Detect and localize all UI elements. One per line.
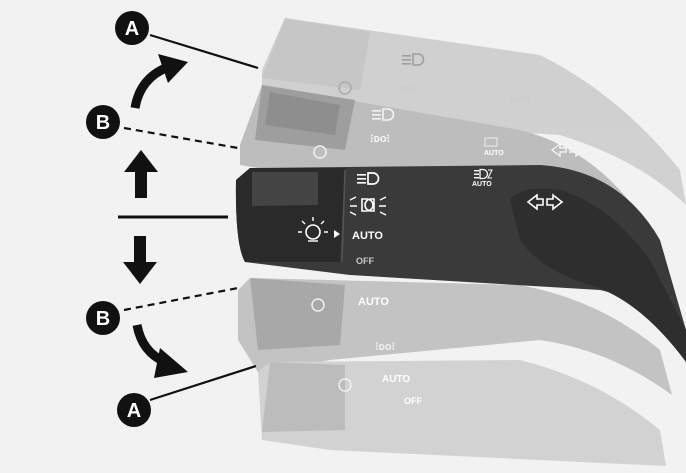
- svg-text:AUTO: AUTO: [510, 97, 530, 104]
- parking-light-icon: [349, 196, 387, 216]
- svg-text:AUTO: AUTO: [358, 296, 389, 308]
- svg-text:⁝ᴅᴏ⁝: ⁝ᴅᴏ⁝: [370, 133, 390, 145]
- light-sensor-icon: [313, 145, 327, 159]
- svg-text:AUTO: AUTO: [484, 150, 504, 157]
- parking-light-icon: ⁝ᴅᴏ⁝: [375, 341, 395, 353]
- auto-high-beam-icon: AUTO: [472, 168, 493, 188]
- svg-text:⁝ᴅᴏ⁝: ⁝ᴅᴏ⁝: [398, 83, 418, 95]
- turn-signal-arrows-icon: [526, 193, 564, 211]
- svg-text:B: B: [96, 112, 110, 134]
- parking-light-icon: ⁝ᴅᴏ⁝: [370, 133, 390, 145]
- auto-high-beam-icon: AUTO: [510, 97, 530, 104]
- ghost-lever-lower-b: AUTO ⁝ᴅᴏ⁝: [238, 278, 672, 395]
- callout-line-a-top: [149, 33, 259, 70]
- main-lever: AUTO OFF AUTO: [235, 165, 686, 362]
- svg-text:A: A: [127, 400, 141, 422]
- callout-line-a-bottom: [149, 364, 257, 402]
- svg-text:B: B: [96, 308, 110, 330]
- parking-light-icon: ⁝ᴅᴏ⁝: [398, 83, 418, 95]
- svg-text:⁝ᴅᴏ⁝: ⁝ᴅᴏ⁝: [375, 341, 395, 353]
- light-sensor-icon: [338, 81, 352, 95]
- light-sensor-icon: [311, 298, 325, 312]
- curved-arrow-down-icon: [132, 324, 188, 378]
- callout-line-b-bottom: [123, 286, 239, 312]
- svg-text:OFF: OFF: [404, 396, 422, 406]
- svg-text:AUTO: AUTO: [382, 374, 410, 385]
- off-position-label: OFF: [356, 256, 374, 266]
- high-beam-icon: [357, 172, 380, 185]
- svg-text:A: A: [125, 18, 139, 40]
- high-beam-icon: [372, 108, 395, 121]
- arrow-down-icon: [123, 236, 157, 284]
- callout-badge-b-bottom: B: [86, 301, 120, 335]
- auto-high-beam-icon: AUTO: [484, 137, 504, 157]
- callout-badge-a-bottom: A: [117, 393, 151, 427]
- callout-line-b-top: [123, 126, 239, 150]
- high-beam-icon: [402, 53, 425, 66]
- auto-position-label: AUTO: [352, 230, 383, 242]
- callout-badge-b-top: B: [86, 105, 120, 139]
- light-sensor-icon: [338, 378, 352, 392]
- turn-signal-arrows-icon: [550, 142, 586, 158]
- ghost-lever-bottom-a: AUTO OFF: [258, 360, 666, 466]
- ghost-lever-top-a: ⁝ᴅᴏ⁝ AUTO: [262, 18, 686, 205]
- arrow-up-icon: [124, 150, 158, 198]
- curved-arrow-up-icon: [130, 54, 188, 109]
- position-pointer: [334, 230, 340, 238]
- svg-text:AUTO: AUTO: [472, 181, 492, 188]
- callout-badge-a-top: A: [115, 11, 149, 45]
- light-sensor-icon: [298, 217, 328, 242]
